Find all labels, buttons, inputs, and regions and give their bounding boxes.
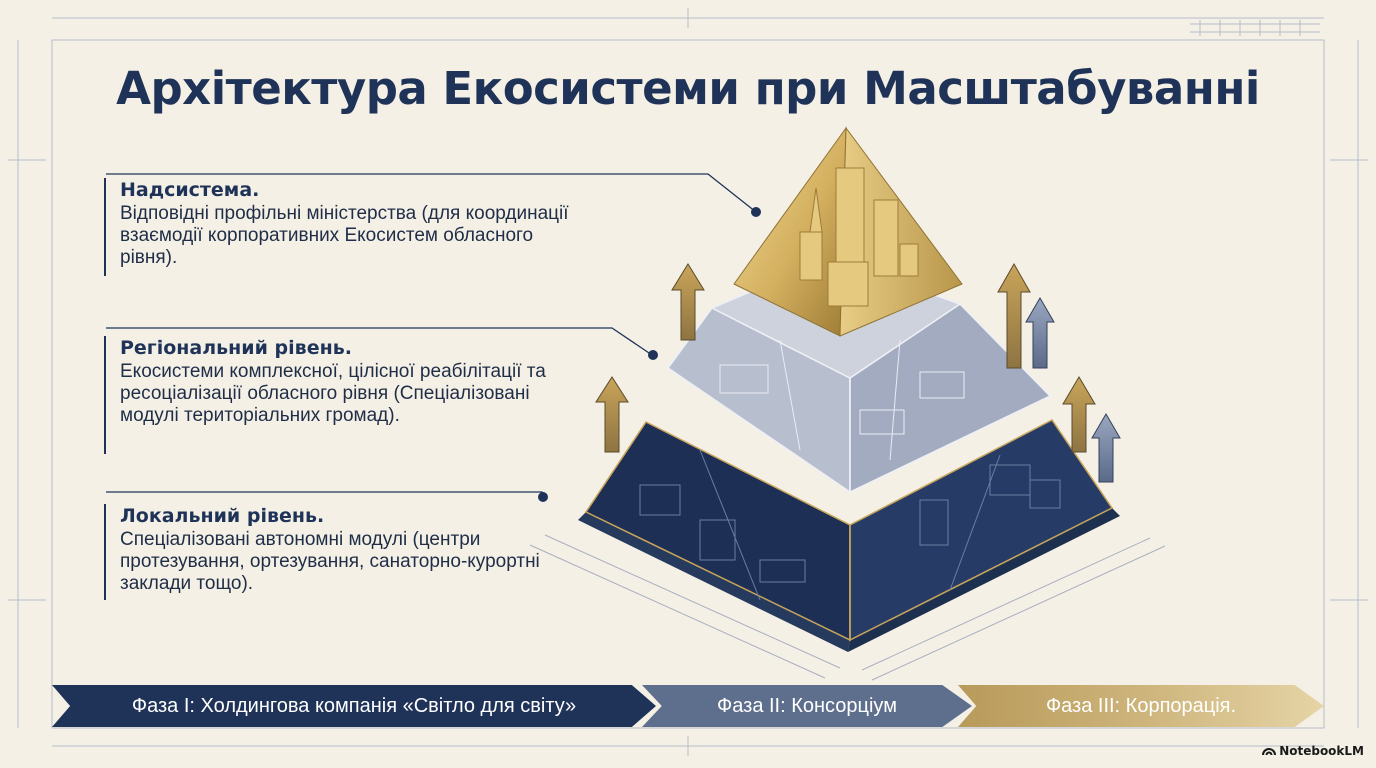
connector-dot <box>538 492 548 502</box>
pyramid-layer-local <box>578 419 1120 652</box>
phase-3-arrow: Фаза III: Корпорація. <box>958 685 1324 727</box>
level-heading: Регіональний рівень. <box>120 337 352 359</box>
up-arrow-icon <box>1025 297 1121 483</box>
connector-dot <box>751 207 761 217</box>
frame-lines <box>8 8 1368 756</box>
level-regional: Регіональний рівень. Екосистеми комплекс… <box>104 336 590 454</box>
connector-dot <box>648 350 658 360</box>
phase-1-arrow: Фаза I: Холдингова компанія «Світло для … <box>52 685 656 727</box>
level-description: Спеціалізовані автономні модулі (центри … <box>120 529 540 594</box>
level-heading: Надсистема. <box>120 179 260 201</box>
level-description: Відповідні профільні міністерства (для к… <box>120 203 569 268</box>
notebooklm-logo: NotebookLM <box>1262 744 1364 758</box>
level-local: Локальний рівень. Спеціалізовані автоном… <box>104 504 590 600</box>
notebooklm-icon <box>1262 748 1277 756</box>
level-heading: Локальний рівень. <box>120 505 325 527</box>
pyramid-layer-supersystem <box>733 126 963 337</box>
up-arrow-icon <box>595 262 1096 453</box>
dimension-lines <box>529 534 1166 681</box>
watermark-text: NotebookLM <box>1279 744 1364 758</box>
level-description: Екосистеми комплексної, цілісної реабілі… <box>120 361 546 426</box>
page-title: Архітектура Екосистеми при Масштабуванні <box>116 62 1260 115</box>
level-supersystem: Надсистема. Відповідні профільні міністе… <box>104 178 590 276</box>
phase-2-arrow: Фаза II: Консорціум <box>642 685 972 727</box>
